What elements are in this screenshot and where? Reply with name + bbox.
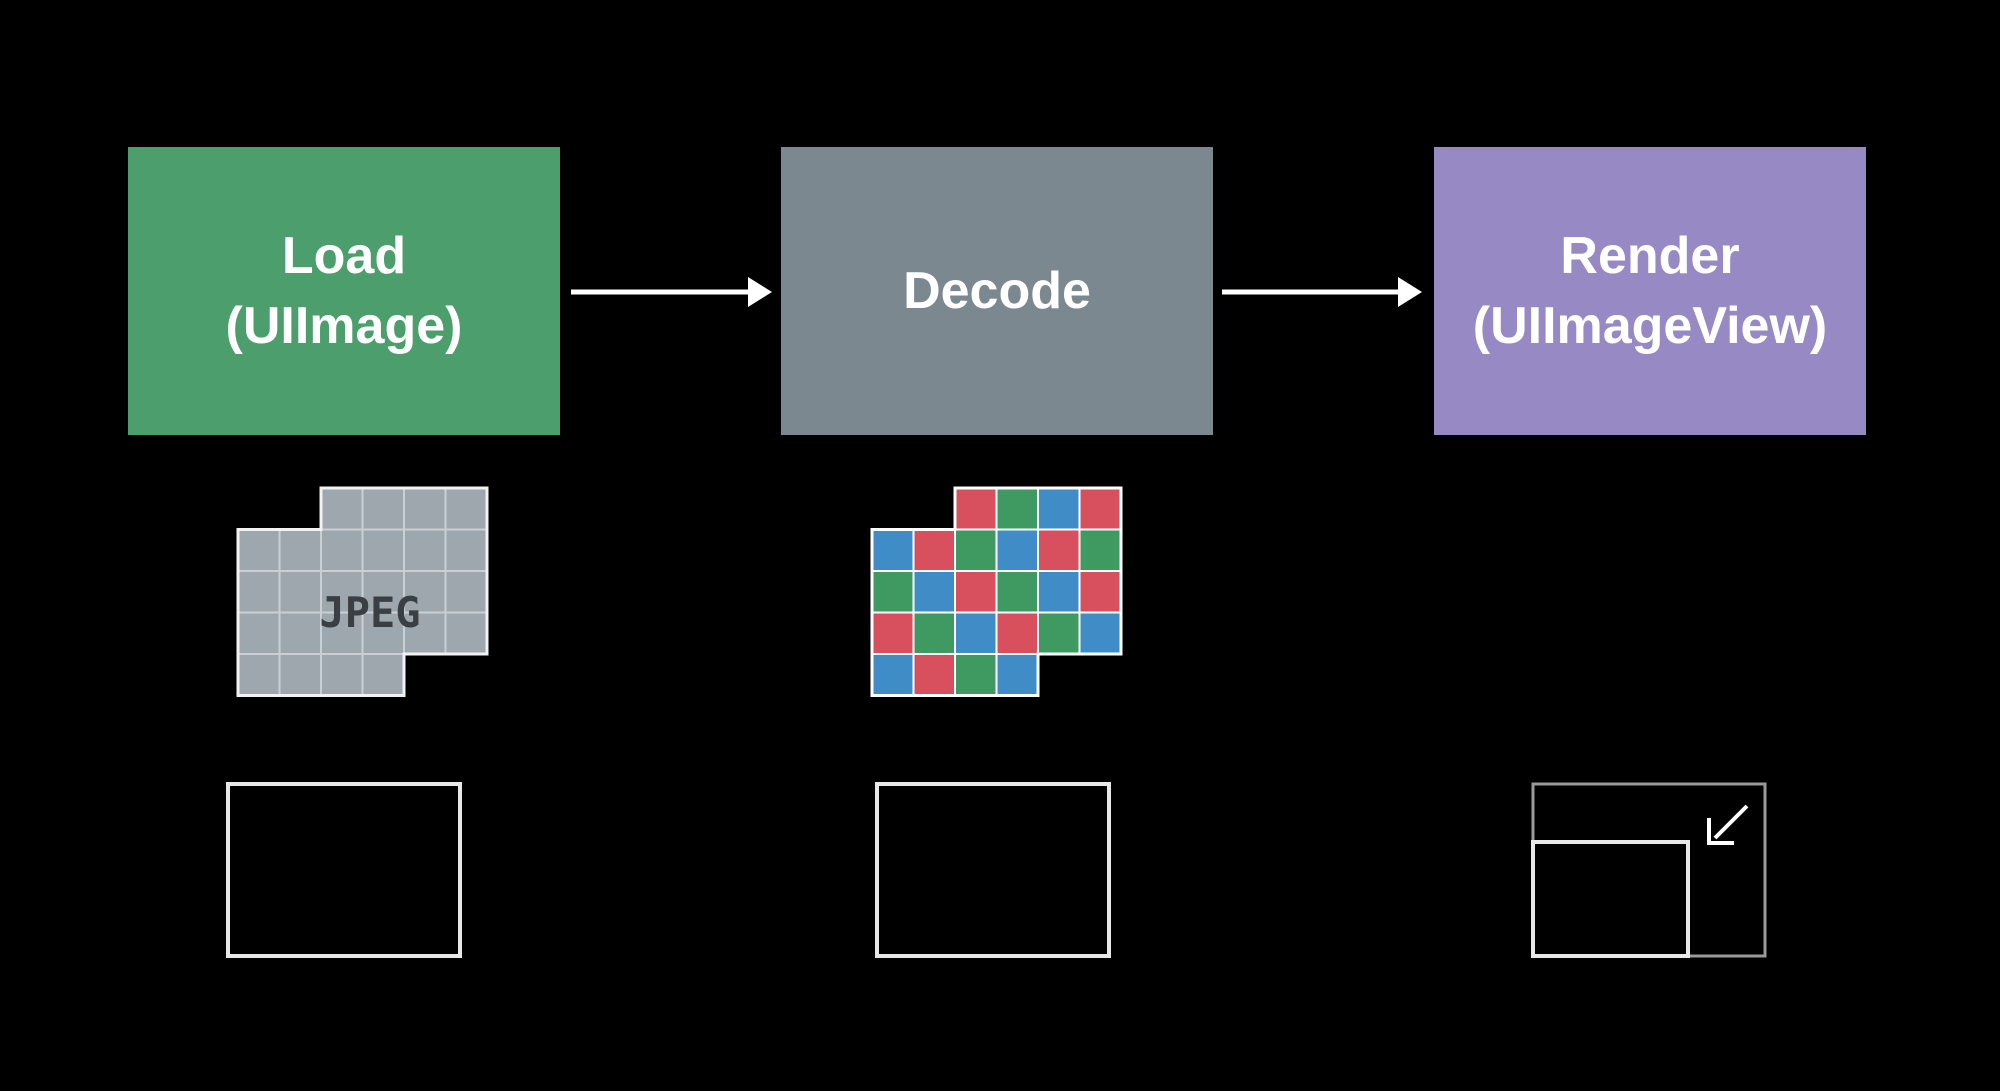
jpeg-tile xyxy=(403,528,447,572)
pixel-tile xyxy=(912,653,956,697)
pixel-tile xyxy=(871,528,915,572)
pixel-tile xyxy=(1037,487,1081,531)
decode-title: Decode xyxy=(903,262,1091,320)
render-stage-box: Render (UIImageView) xyxy=(1434,147,1866,435)
jpeg-label: JPEG xyxy=(319,588,420,637)
pixel-tile xyxy=(954,570,998,614)
jpeg-tile xyxy=(403,487,447,531)
shrink-arrow-icon xyxy=(1707,804,1749,845)
pixel-tile xyxy=(954,528,998,572)
pixel-tile xyxy=(995,528,1039,572)
pixel-tile xyxy=(995,653,1039,697)
jpeg-tile xyxy=(278,653,322,697)
jpeg-tile xyxy=(444,528,488,572)
jpeg-tile xyxy=(444,570,488,614)
arrow-decode-to-render xyxy=(1222,277,1422,307)
jpeg-tile xyxy=(320,487,364,531)
jpeg-tile xyxy=(320,611,364,655)
load-stage-box: Load (UIImage) xyxy=(128,147,560,435)
decode-stage-box: Decode xyxy=(781,147,1213,435)
pixel-tile xyxy=(1037,528,1081,572)
inner-frame xyxy=(1531,840,1690,958)
pixel-tile xyxy=(871,653,915,697)
jpeg-tile xyxy=(278,528,322,572)
pixel-tile xyxy=(912,611,956,655)
jpeg-outline xyxy=(236,486,489,697)
pixel-tile xyxy=(1037,570,1081,614)
pixel-tile xyxy=(871,570,915,614)
decoded-pixel-buffer-icon xyxy=(870,486,1123,697)
render-subtitle: (UIImageView) xyxy=(1472,297,1828,355)
jpeg-tile xyxy=(444,487,488,531)
pixel-tile xyxy=(1078,528,1122,572)
load-title: Load xyxy=(281,227,407,285)
outer-frame xyxy=(1531,782,1767,958)
pixel-tile xyxy=(871,611,915,655)
jpeg-tile xyxy=(237,570,281,614)
jpeg-tile xyxy=(237,611,281,655)
jpeg-tile xyxy=(237,528,281,572)
scaled-frame-icon xyxy=(1531,782,1767,958)
jpeg-tile xyxy=(361,487,405,531)
pixel-tile xyxy=(1078,487,1122,531)
pixel-tile xyxy=(912,570,956,614)
pixel-tile xyxy=(995,570,1039,614)
pixel-tile xyxy=(995,487,1039,531)
image-frame-icon xyxy=(226,782,462,958)
pixel-tile xyxy=(912,528,956,572)
render-title: Render xyxy=(1560,227,1740,285)
pixel-tile xyxy=(1037,611,1081,655)
image-frame-icon xyxy=(875,782,1111,958)
jpeg-tile xyxy=(361,528,405,572)
jpeg-tile xyxy=(278,570,322,614)
jpeg-tile xyxy=(361,653,405,697)
arrow-load-to-decode xyxy=(571,277,772,307)
pixel-outline xyxy=(870,486,1123,697)
jpeg-data-icon: JPEG xyxy=(236,486,489,697)
jpeg-tile xyxy=(444,611,488,655)
pixel-tile xyxy=(954,653,998,697)
pixel-tile xyxy=(954,487,998,531)
jpeg-tile xyxy=(237,653,281,697)
load-subtitle: (UIImage) xyxy=(225,297,463,355)
pixel-tile xyxy=(1078,570,1122,614)
pixel-tile xyxy=(995,611,1039,655)
jpeg-tile xyxy=(320,653,364,697)
pixel-tile xyxy=(954,611,998,655)
jpeg-tile xyxy=(278,611,322,655)
pixel-tile xyxy=(1078,611,1122,655)
jpeg-tile xyxy=(320,528,364,572)
jpeg-tile xyxy=(361,570,405,614)
